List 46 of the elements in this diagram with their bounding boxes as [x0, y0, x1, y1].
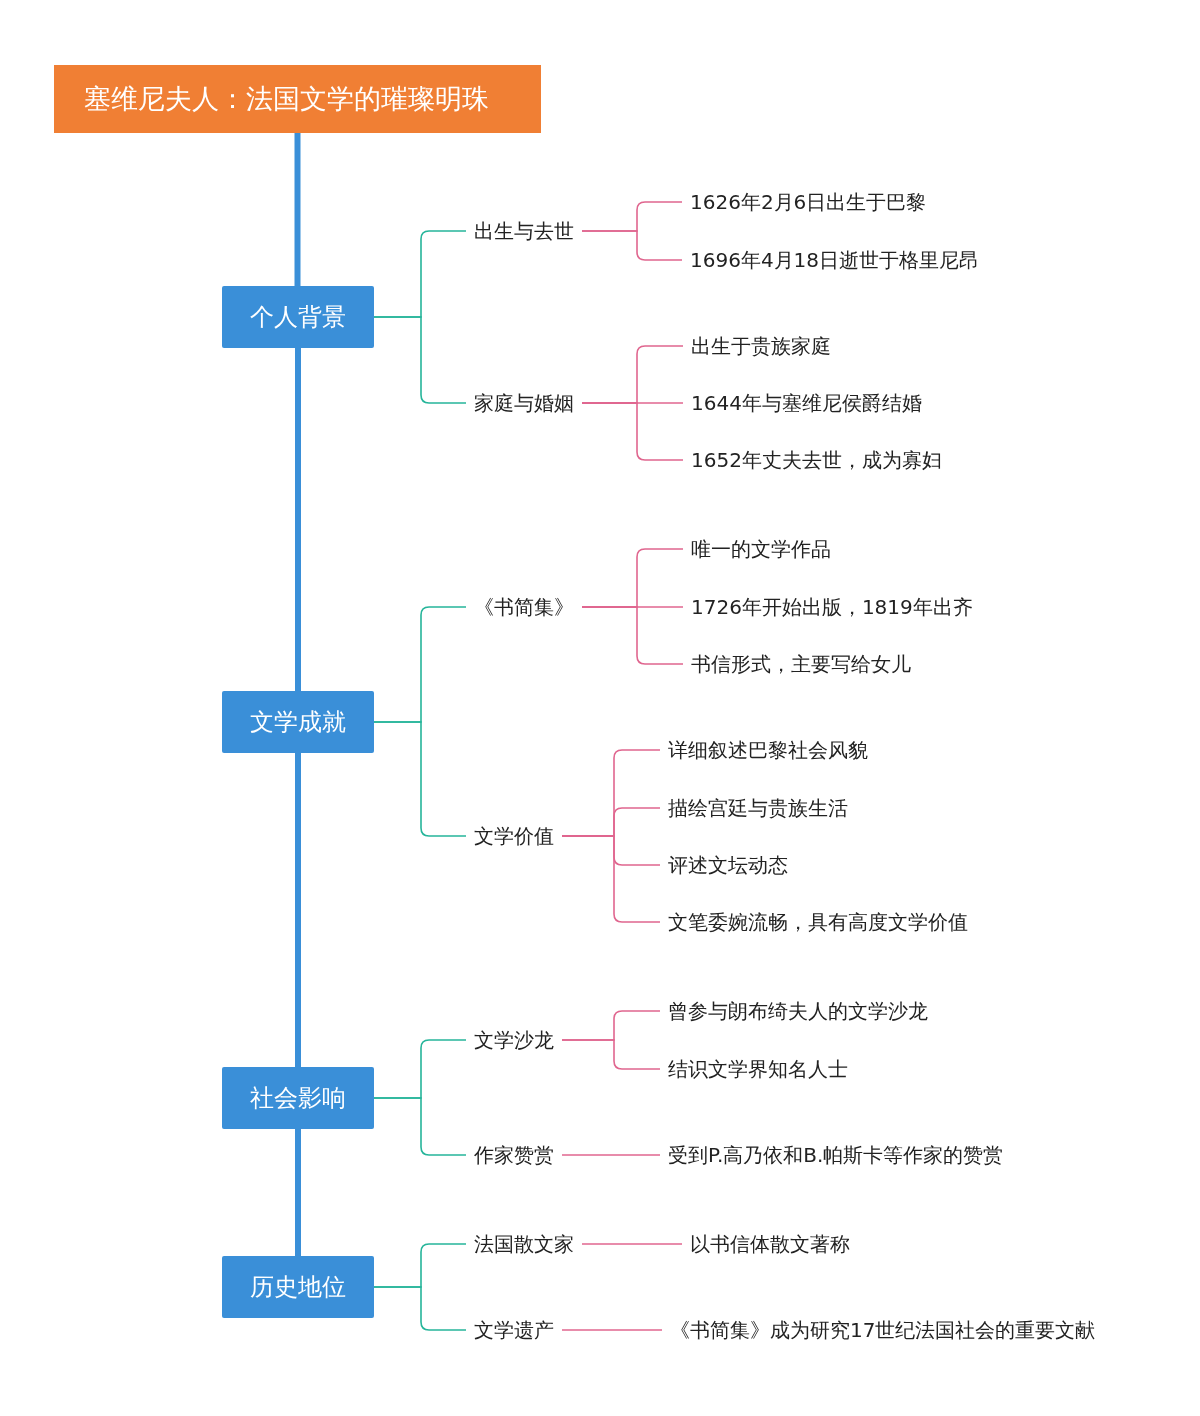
branch-text: 《书简集》 [466, 592, 582, 622]
branch-text: 出生与去世 [466, 216, 582, 246]
branch-text: 书信形式，主要写给女儿 [683, 649, 919, 679]
trunk-line [295, 1129, 301, 1256]
branch-line [373, 316, 467, 404]
branch-text: 详细叙述巴黎社会风貌 [660, 735, 876, 765]
trunk-line [294, 133, 301, 286]
topic-box: 历史地位 [222, 1256, 374, 1318]
branch-text: 结识文学界知名人士 [660, 1054, 856, 1084]
branch-text: 《书简集》成为研究17世纪法国社会的重要文献 [662, 1315, 1104, 1345]
branch-line [373, 1097, 467, 1156]
branch-text: 1652年丈夫去世，成为寡妇 [683, 445, 950, 475]
branch-text: 受到P.高乃依和B.帕斯卡等作家的赞赏 [660, 1140, 1012, 1170]
branch-text: 法国散文家 [466, 1229, 582, 1259]
branch-text: 家庭与婚姻 [466, 388, 582, 418]
title-box: 塞维尼夫人：法国文学的璀璨明珠 [54, 65, 541, 133]
topic-box: 文学成就 [222, 691, 374, 753]
branch-text: 1626年2月6日出生于巴黎 [682, 187, 935, 217]
branch-line [561, 1039, 661, 1070]
branch-text: 1726年开始出版，1819年出齐 [683, 592, 981, 622]
branch-line [581, 1243, 683, 1245]
branch-text: 1644年与塞维尼侯爵结婚 [683, 388, 930, 418]
branch-text: 以书信体散文著称 [682, 1229, 858, 1259]
branch-line [561, 1329, 663, 1331]
branch-text: 评述文坛动态 [660, 850, 796, 880]
branch-line [373, 721, 467, 837]
branch-text: 文笔委婉流畅，具有高度文学价值 [660, 907, 976, 937]
branch-line [561, 835, 661, 923]
branch-text: 文学沙龙 [466, 1025, 562, 1055]
branch-text: 1696年4月18日逝世于格里尼昂 [682, 245, 988, 275]
branch-line [373, 1286, 467, 1331]
branch-text: 唯一的文学作品 [683, 534, 839, 564]
branch-line [581, 230, 683, 261]
topic-box: 个人背景 [222, 286, 374, 348]
branch-text: 文学价值 [466, 821, 562, 851]
branch-line [581, 402, 684, 461]
branch-line [581, 606, 684, 665]
trunk-line [295, 753, 301, 1067]
branch-text: 作家赞赏 [466, 1140, 562, 1170]
branch-text: 曾参与朗布绮夫人的文学沙龙 [660, 996, 936, 1026]
topic-box: 社会影响 [222, 1067, 374, 1129]
trunk-line [295, 348, 301, 691]
branch-text: 文学遗产 [466, 1315, 562, 1345]
branch-text: 描绘宫廷与贵族生活 [660, 793, 856, 823]
branch-line [561, 1154, 661, 1156]
branch-text: 出生于贵族家庭 [683, 331, 839, 361]
